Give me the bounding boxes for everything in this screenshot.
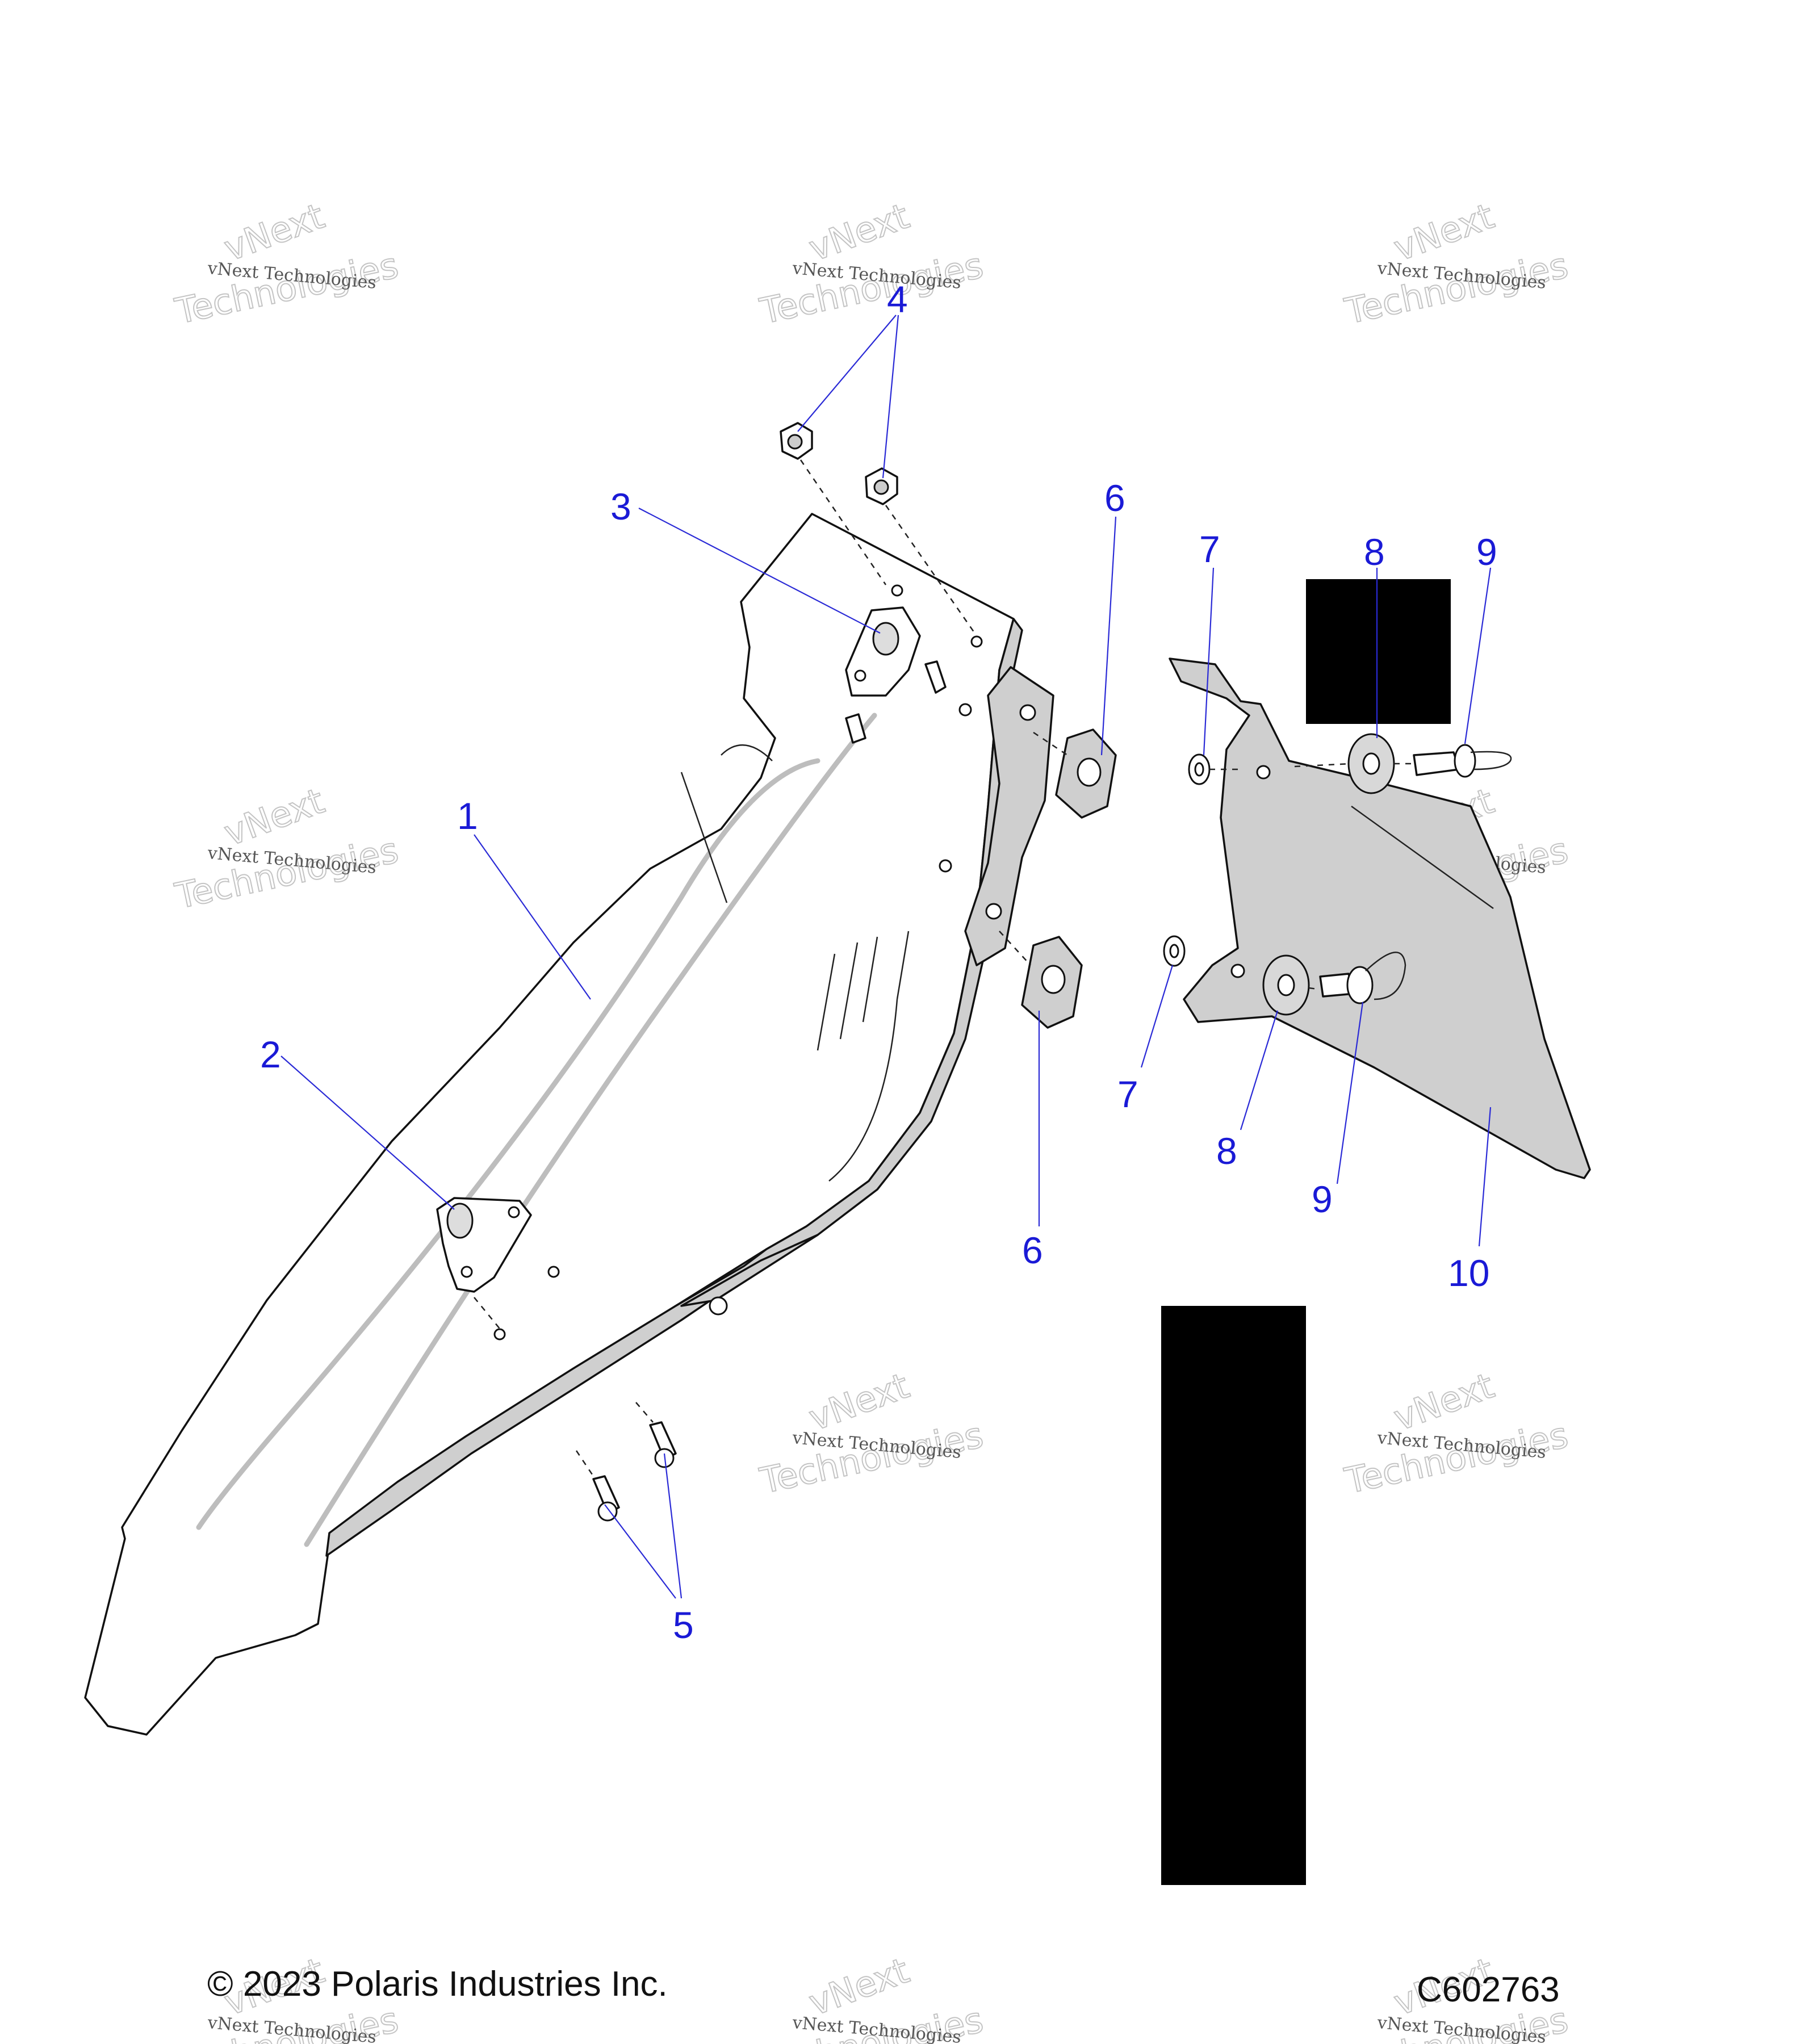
- leader-lines: [280, 315, 1492, 1599]
- callout-1: 1: [457, 795, 478, 837]
- washer-parts-8: [1262, 733, 1414, 1016]
- callout-10: 10: [1448, 1252, 1489, 1294]
- callouts: 1 2 3 4 5 6 6 7 7 8 8 9 9 10: [260, 278, 1497, 1646]
- watermark-large-top: vNext: [219, 195, 329, 270]
- callout-6-top: 6: [1104, 477, 1125, 519]
- copyright-text: © 2023 Polaris Industries Inc.: [207, 1965, 668, 2004]
- clip-bracket: [964, 666, 1117, 1029]
- callout-4: 4: [887, 278, 908, 320]
- diagram-code: C602763: [1417, 1970, 1560, 2009]
- callout-6-bottom: 6: [1022, 1229, 1043, 1271]
- pin-parts-9: [1319, 744, 1512, 1004]
- callout-9-top: 9: [1476, 531, 1497, 573]
- callout-8-bottom: 8: [1216, 1130, 1237, 1172]
- redaction-block-bottom: [1161, 1306, 1306, 1885]
- callout-8-top: 8: [1364, 531, 1385, 573]
- callout-3: 3: [610, 485, 631, 527]
- watermark-large-top: vNext: [803, 1365, 914, 1439]
- panel-part-1: [84, 513, 1023, 1736]
- callout-2: 2: [260, 1033, 281, 1075]
- redaction-block-top: [1306, 579, 1451, 724]
- bracket-part-3: [845, 606, 947, 744]
- watermark-large-top: vNext: [1388, 195, 1499, 270]
- watermark-large-top: vNext: [1388, 1365, 1499, 1439]
- panel-part-10: [1169, 657, 1591, 1179]
- watermark-large-top: vNext: [803, 195, 914, 270]
- washer-parts-7: [1163, 753, 1352, 967]
- nut-parts-4: [780, 422, 978, 636]
- bracket-part-2: [436, 1197, 560, 1341]
- callout-9-bottom: 9: [1312, 1178, 1333, 1220]
- watermark-large-top: vNext: [219, 780, 329, 855]
- callout-7-top: 7: [1199, 528, 1220, 570]
- watermark-large-top: vNext: [803, 1950, 914, 2024]
- callout-5: 5: [673, 1604, 694, 1646]
- callout-7-bottom: 7: [1117, 1073, 1138, 1115]
- screw-parts-5: [575, 1402, 677, 1522]
